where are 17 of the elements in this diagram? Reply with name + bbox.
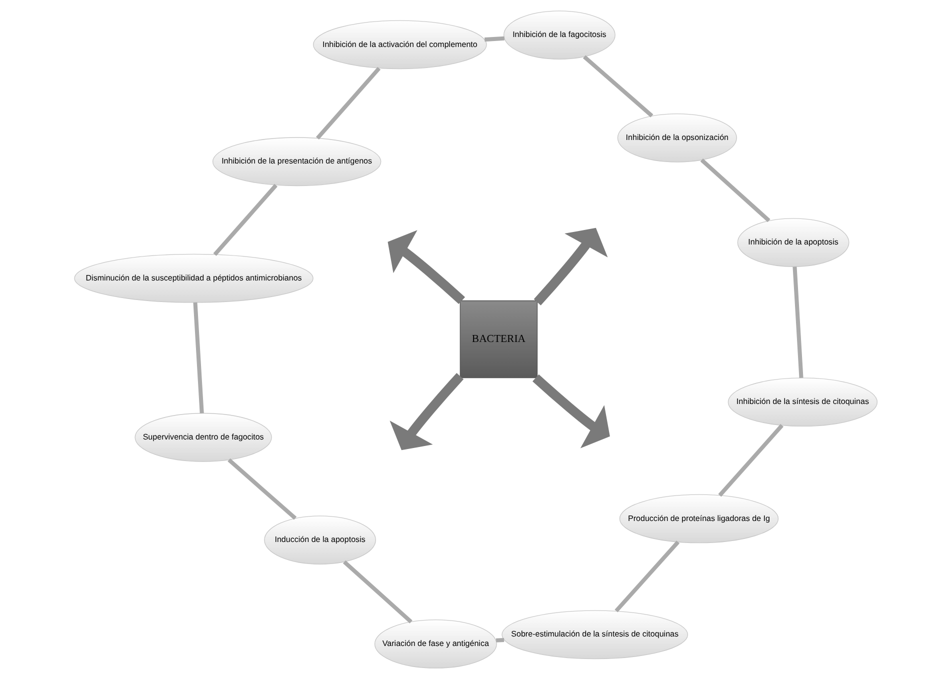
connector xyxy=(316,67,381,140)
connector xyxy=(700,158,770,222)
connector xyxy=(484,36,504,42)
connector xyxy=(792,266,804,378)
connector xyxy=(342,560,412,624)
arrow xyxy=(534,228,608,306)
connector xyxy=(228,458,297,520)
arrow xyxy=(390,372,464,450)
arrow xyxy=(532,374,610,448)
connector xyxy=(582,55,654,118)
connector xyxy=(213,184,278,256)
arrow xyxy=(388,230,466,304)
connector xyxy=(193,302,204,414)
connector xyxy=(614,540,680,612)
connector xyxy=(718,424,784,497)
connector xyxy=(496,638,504,642)
node-box: BACTERIA xyxy=(460,300,538,378)
